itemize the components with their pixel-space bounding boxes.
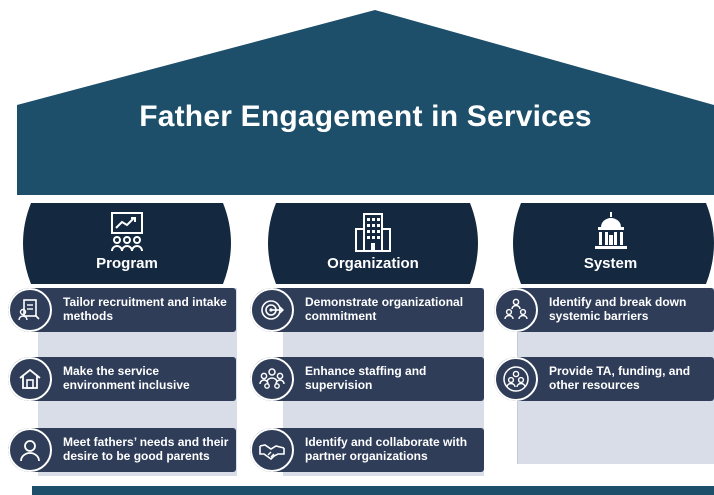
building-icon bbox=[355, 213, 391, 252]
item-text: Demonstrate organizational commitment bbox=[305, 295, 464, 323]
team-icon bbox=[259, 368, 285, 389]
pillar-head-organization: Organization bbox=[262, 203, 484, 284]
roof bbox=[17, 10, 714, 195]
item-text: Tailor recruitment and intake methods bbox=[63, 295, 227, 323]
item-text: Identify and break down systemic barrier… bbox=[549, 295, 687, 323]
page-title: Father Engagement in Services bbox=[139, 100, 592, 133]
document-person-icon bbox=[18, 299, 40, 321]
house-icon bbox=[19, 368, 41, 389]
pillar-label-program: Program bbox=[96, 255, 158, 272]
target-icon bbox=[261, 300, 284, 320]
handshake-icon bbox=[259, 444, 285, 461]
pillar-head-organization-caps bbox=[262, 203, 484, 284]
pillar-head-system: System bbox=[507, 203, 714, 284]
pillar-label-organization: Organization bbox=[327, 255, 419, 272]
list-item: Identify and collaborate with partner or… bbox=[250, 428, 484, 472]
list-item: Make the service environment inclusive bbox=[8, 357, 236, 401]
list-item: Tailor recruitment and intake methods bbox=[8, 288, 236, 332]
hierarchy-people-icon bbox=[504, 298, 528, 320]
item-text: Identify and collaborate with partner or… bbox=[305, 435, 468, 463]
list-item: Provide TA, funding, and other resources bbox=[494, 357, 714, 401]
list-item: Demonstrate organizational commitment bbox=[250, 288, 484, 332]
foundation-bar bbox=[32, 486, 714, 495]
list-item: Meet fathers’ needs and their desire to … bbox=[8, 428, 236, 472]
capitol-icon bbox=[594, 212, 627, 249]
list-item: Identify and break down systemic barrier… bbox=[494, 288, 714, 332]
list-item: Enhance staffing and supervision bbox=[250, 357, 484, 401]
pillar-head-program-caps bbox=[17, 203, 237, 284]
item-text: Make the service environment inclusive bbox=[63, 364, 190, 392]
pillar-head-program: Program bbox=[17, 203, 237, 284]
item-text: Enhance staffing and supervision bbox=[305, 364, 427, 392]
pillar-head-system-caps bbox=[507, 203, 714, 284]
person-icon bbox=[20, 440, 40, 462]
item-text: Provide TA, funding, and other resources bbox=[549, 364, 691, 392]
chart-people-icon bbox=[111, 212, 143, 252]
item-text: Meet fathers’ needs and their desire to … bbox=[63, 435, 229, 463]
group-circle-icon bbox=[503, 366, 529, 392]
pillar-label-system: System bbox=[583, 255, 638, 272]
